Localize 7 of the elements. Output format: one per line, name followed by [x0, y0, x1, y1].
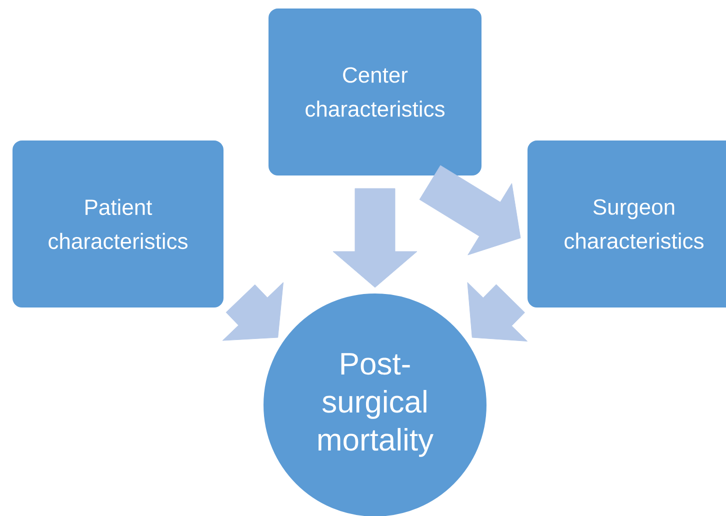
block-arrow: [332, 188, 418, 288]
process-box: Surgeon characteristics: [526, 140, 726, 308]
process-box: Center characteristics: [268, 8, 482, 176]
block-arrow: [419, 165, 521, 256]
block-arrow: [467, 282, 528, 342]
block-arrow: [222, 282, 284, 341]
process-box: Patient characteristics: [12, 140, 224, 308]
